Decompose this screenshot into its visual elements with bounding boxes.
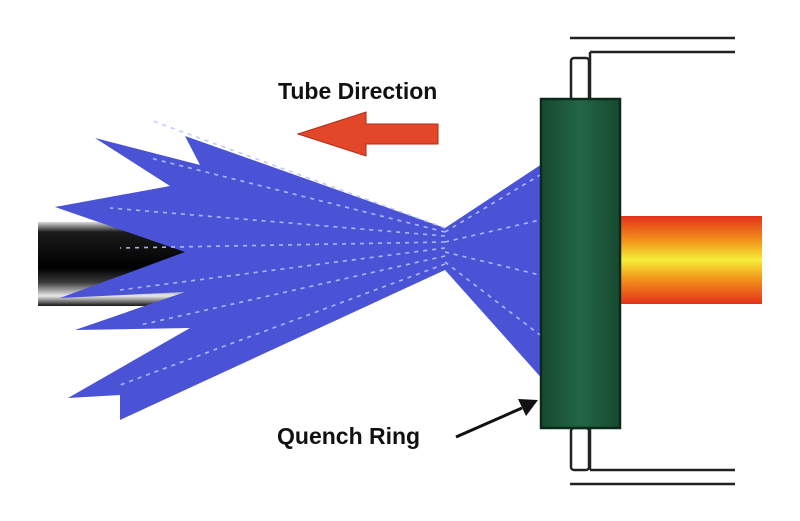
spray-streaks	[109, 119, 541, 386]
quench-ring-label: Quench Ring	[277, 423, 421, 449]
lower-support	[569, 426, 735, 486]
quench-ring-pointer-icon	[455, 399, 538, 439]
quench-spray	[55, 136, 545, 420]
quench-ring	[539, 97, 622, 430]
hot-tube	[610, 216, 762, 304]
tube-direction-label: Tube Direction	[278, 78, 438, 104]
tube-direction-arrow-icon	[296, 111, 439, 157]
upper-support	[569, 36, 735, 102]
